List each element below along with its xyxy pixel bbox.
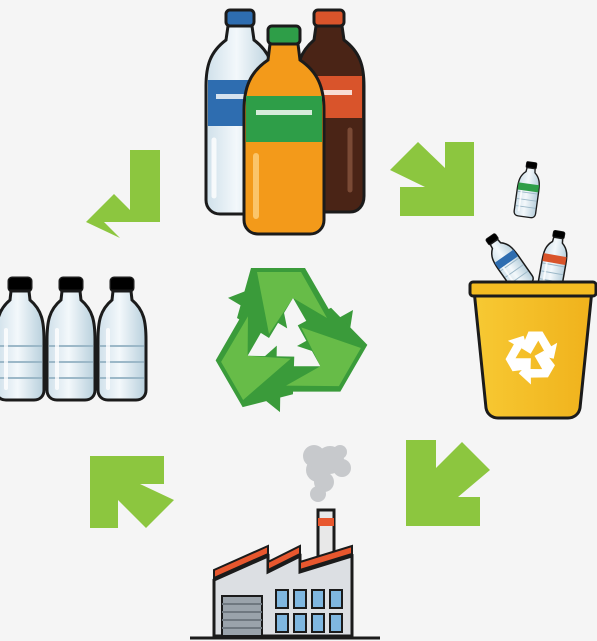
recycle-symbol-icon — [215, 268, 368, 413]
arrow-to-filled — [86, 150, 160, 238]
recycling-factory-group — [190, 445, 380, 640]
arrow-to-bottles — [90, 456, 174, 528]
empty-bottles-group — [0, 276, 148, 402]
recycling-bin-group — [468, 159, 597, 420]
orange-soda-bottle-icon — [242, 24, 326, 236]
filled-bottles-group — [204, 8, 366, 236]
empty-bottle-red-cap-icon — [96, 276, 148, 402]
arrow-to-factory — [406, 440, 490, 526]
empty-bottle-blue-cap-icon — [0, 276, 46, 402]
factory-icon — [190, 508, 380, 640]
empty-bottle-green-cap-icon — [45, 276, 97, 402]
bin-recycle-icon — [505, 331, 558, 385]
bin-bottle-red-cap-icon — [535, 228, 573, 295]
arrow-to-bin — [390, 142, 474, 216]
yellow-bin-icon — [468, 280, 597, 420]
bin-bottle-green-cap-icon — [512, 159, 544, 220]
bin-bottle-blue-cap-icon — [479, 228, 537, 295]
smoke-icon — [303, 445, 351, 502]
